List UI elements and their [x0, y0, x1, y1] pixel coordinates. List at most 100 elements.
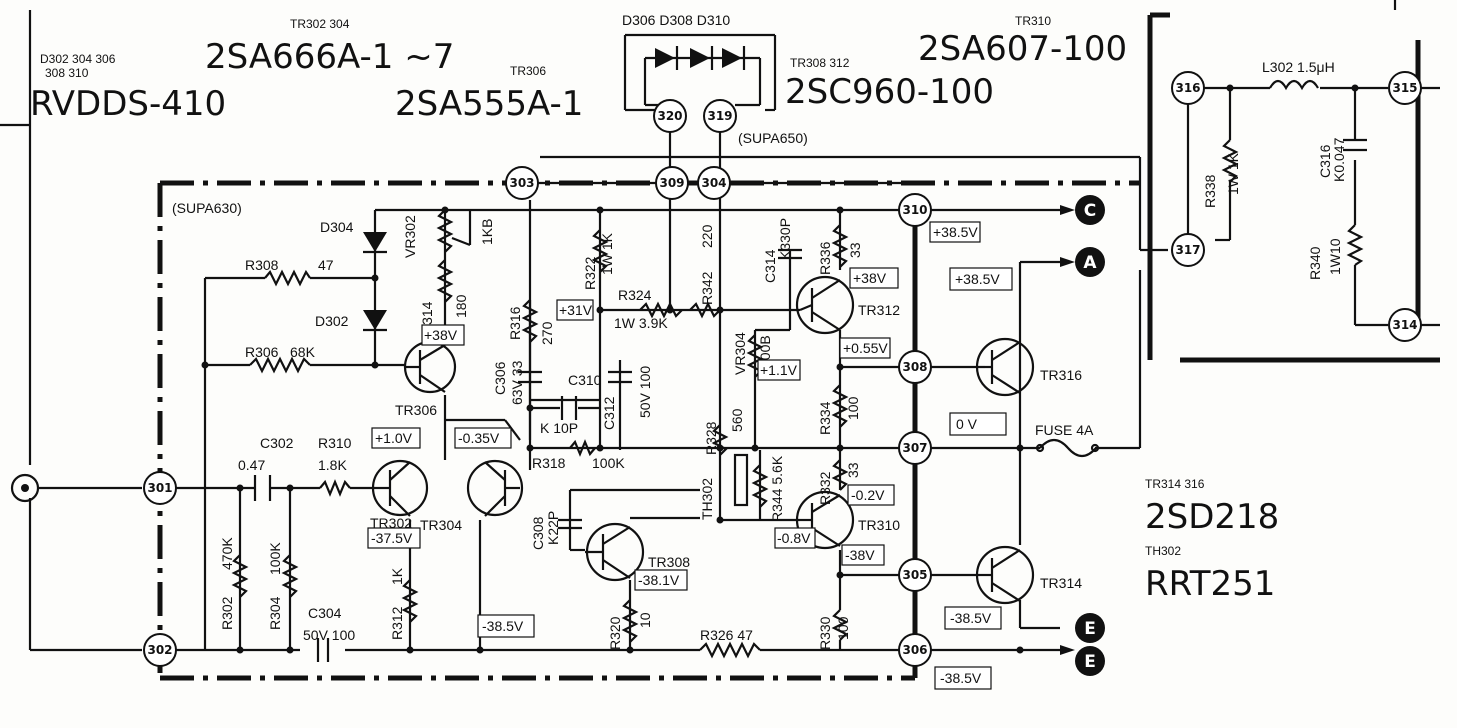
capacitor-c310	[560, 396, 578, 420]
svg-text:+1.1V: +1.1V	[760, 362, 798, 378]
svg-text:-0.8V: -0.8V	[777, 530, 811, 546]
label-c304-val: 50V 100	[303, 627, 355, 643]
label-vr302: VR302	[402, 215, 418, 258]
svg-text:-38.1V: -38.1V	[638, 572, 680, 588]
thermistor-th302	[733, 453, 749, 507]
label-c312: C312	[601, 396, 617, 430]
terminal-c: C	[1075, 195, 1105, 225]
label-tr308: TR308	[648, 554, 690, 570]
diode-header: D306 D308 D310	[622, 12, 730, 28]
resistor-r330	[831, 609, 849, 641]
svg-text:304: 304	[701, 176, 726, 190]
d302-header-line2: 308 310	[45, 66, 89, 80]
terminal-a: A	[1075, 247, 1105, 277]
svg-text:-37.5V: -37.5V	[371, 530, 413, 546]
svg-text:320: 320	[657, 109, 682, 123]
label-tr314: TR314	[1040, 575, 1082, 591]
resistor-r328	[711, 424, 729, 456]
svg-text:319: 319	[707, 109, 732, 123]
label-tr306: TR306	[395, 402, 437, 418]
node-304: 304	[697, 166, 731, 200]
label-r334-val: 100	[845, 396, 861, 420]
capacitor-c302	[253, 475, 272, 501]
label-r332-val: 33	[845, 462, 861, 478]
voltage-r316: +31V	[556, 299, 594, 321]
label-r336: R336	[817, 241, 833, 275]
terminal-e-upper: E	[1075, 613, 1105, 643]
label-vr304: VR304	[732, 332, 748, 375]
label-r340-val: 1W10	[1327, 238, 1343, 275]
resistor-r334	[831, 384, 849, 428]
svg-text:E: E	[1084, 619, 1096, 639]
transistor-tr304	[466, 459, 524, 517]
node-307: 307	[898, 431, 932, 465]
supa630-label: (SUPA630)	[172, 200, 242, 216]
th302-part-number: RRT251	[1145, 564, 1275, 604]
label-r310-val: 1.8K	[318, 457, 347, 473]
label-c306-val: 63V 33	[509, 360, 525, 405]
svg-text:307: 307	[902, 441, 927, 455]
resistor-r326	[699, 641, 761, 659]
resistor-r314	[436, 259, 454, 303]
capacitor-c306	[518, 370, 542, 384]
label-r336-val: 33	[847, 242, 863, 258]
resistor-r324	[639, 301, 683, 319]
terminal-e-lower: E	[1075, 646, 1105, 676]
tr306-part-number: 2SA555A-1	[395, 84, 583, 124]
diode-d304	[363, 232, 387, 254]
label-vr302-val: 1KB	[479, 219, 495, 245]
inductor-l302	[1269, 79, 1319, 91]
label-r318: R318	[532, 455, 566, 471]
label-c302: C302	[260, 435, 294, 451]
label-tr310: TR310	[858, 517, 900, 533]
resistor-r344	[751, 464, 769, 508]
svg-text:309: 309	[659, 176, 684, 190]
label-r302: R302	[219, 596, 235, 630]
voltage-tr310: -38V	[841, 544, 885, 566]
tr310-header: TR310	[1015, 14, 1051, 28]
label-r302-val: 470K	[219, 537, 235, 570]
tr306-header: TR306	[510, 64, 546, 78]
svg-text:315: 315	[1392, 81, 1417, 95]
label-th302: TH302	[699, 478, 715, 520]
label-tr302: TR302	[370, 515, 412, 531]
label-r328: R328	[703, 421, 719, 455]
label-r326: R326 47	[700, 627, 753, 643]
label-r324: R324	[618, 287, 652, 303]
node-301: 301	[143, 471, 177, 505]
diode-d302	[363, 310, 387, 332]
label-r304: R304	[267, 596, 283, 630]
resistor-r306	[249, 356, 311, 374]
tr308-part-number: 2SC960-100	[785, 72, 994, 112]
label-r312-val: 1K	[389, 567, 405, 585]
d302-header-line1: D302 304 306	[40, 52, 116, 66]
input-jack-icon	[10, 473, 40, 503]
resistor-r316	[521, 299, 539, 343]
resistor-r312	[401, 579, 419, 623]
svg-text:E: E	[1084, 652, 1096, 672]
node-309: 309	[655, 166, 689, 200]
capacitor-c312	[608, 370, 632, 384]
label-r304-val: 100K	[267, 542, 283, 575]
label-c316-val: K0.047	[1331, 137, 1347, 182]
svg-text:0 V: 0 V	[956, 416, 978, 432]
label-r322-val: 1W 1K	[599, 232, 615, 275]
node-310: 310	[898, 193, 932, 227]
label-tr312: TR312	[858, 302, 900, 318]
label-r320: R320	[607, 616, 623, 650]
resistor-r322	[591, 229, 609, 273]
label-tr316: TR316	[1040, 367, 1082, 383]
transistor-tr308	[585, 522, 645, 582]
voltage-tr314: -38.5V	[944, 606, 1002, 630]
transistor-tr302	[371, 459, 429, 517]
label-r318-val: 100K	[592, 455, 625, 471]
node-316: 316	[1171, 71, 1205, 105]
voltage-tr312: +38V	[849, 267, 899, 289]
label-c302-val: 0.47	[238, 457, 265, 473]
resistor-r336	[831, 224, 849, 268]
svg-text:-0.2V: -0.2V	[851, 487, 885, 503]
label-c304: C304	[308, 605, 342, 621]
svg-text:306: 306	[902, 643, 927, 657]
label-r330-val: 100	[835, 616, 851, 640]
resistor-r340	[1346, 224, 1364, 266]
